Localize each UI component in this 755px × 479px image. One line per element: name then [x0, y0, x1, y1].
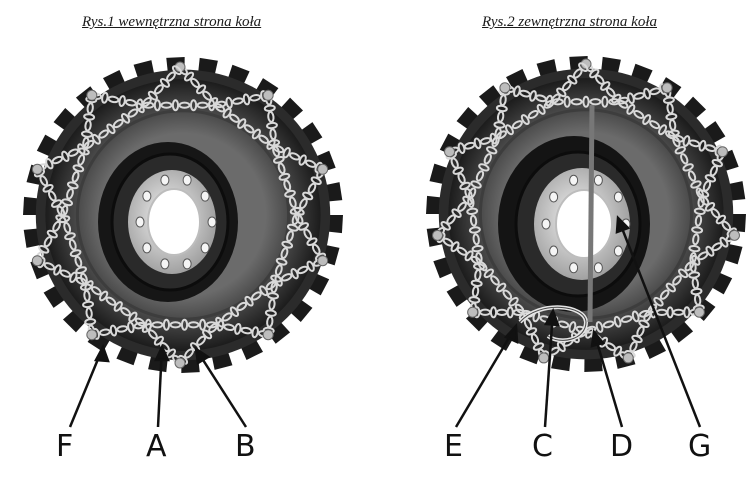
bolt-hole: [207, 216, 217, 228]
label-b: B: [235, 429, 256, 464]
chain-ring: [317, 255, 329, 267]
chain-ring: [499, 82, 511, 94]
bolt-hole: [613, 191, 623, 203]
chain-ring: [622, 352, 634, 364]
bolt-hole: [182, 258, 192, 270]
bolt-hole: [569, 262, 579, 274]
bolt-hole: [613, 245, 623, 257]
chain-ring: [31, 163, 43, 175]
rim-1-bolt-holes: [135, 174, 217, 270]
chain-ring: [661, 82, 673, 94]
bolt-hole: [160, 258, 170, 270]
bolt-hole: [593, 174, 603, 186]
chain-ring: [467, 306, 479, 318]
label-a: A: [146, 429, 167, 464]
figure-1-caption: Rys.1 wewnętrzna strona koła: [82, 14, 262, 30]
chain-ring: [31, 255, 43, 267]
bolt-hole: [569, 174, 579, 186]
label-c: C: [532, 429, 553, 464]
rim-1: [98, 142, 238, 302]
chain-ring: [432, 229, 444, 241]
bolt-hole: [200, 242, 210, 254]
chain-ring: [538, 352, 550, 364]
tread-block: [23, 196, 40, 215]
figure-2-caption: Rys.2 zewnętrzna strona koła: [482, 14, 657, 30]
bolt-hole: [160, 174, 170, 186]
chain-ring: [728, 229, 740, 241]
bolt-hole: [142, 190, 152, 202]
label-f: F: [56, 429, 73, 464]
label-e: E: [444, 429, 463, 464]
pointer-lines: [68, 215, 702, 428]
bolt-hole: [142, 242, 152, 254]
chain-ring: [174, 357, 186, 369]
tread-block: [326, 215, 343, 234]
tread-block: [584, 355, 603, 372]
bolt-hole: [541, 218, 551, 230]
label-d: D: [610, 429, 633, 464]
chain-ring: [444, 146, 456, 158]
chain-ring: [693, 306, 705, 318]
chain-ring: [716, 146, 728, 158]
tread-block: [426, 195, 443, 214]
chain-ring: [86, 89, 98, 101]
chain-2: [432, 58, 740, 364]
chain-ring: [317, 163, 329, 175]
bolt-hole: [549, 245, 559, 257]
bolt-hole: [200, 190, 210, 202]
chain-ring: [262, 89, 274, 101]
bolt-hole: [549, 191, 559, 203]
chain-ring: [86, 329, 98, 341]
label-g: G: [688, 429, 711, 464]
wheel-outer-side: [426, 56, 746, 372]
wheel-inner-side: [23, 57, 343, 373]
chain-1: [31, 61, 329, 369]
rim-2: [498, 136, 650, 312]
chain-ring: [262, 329, 274, 341]
bolt-hole: [593, 262, 603, 274]
bolt-hole: [135, 216, 145, 228]
rim-2-bolt-holes: [541, 174, 631, 274]
bolt-hole: [182, 174, 192, 186]
